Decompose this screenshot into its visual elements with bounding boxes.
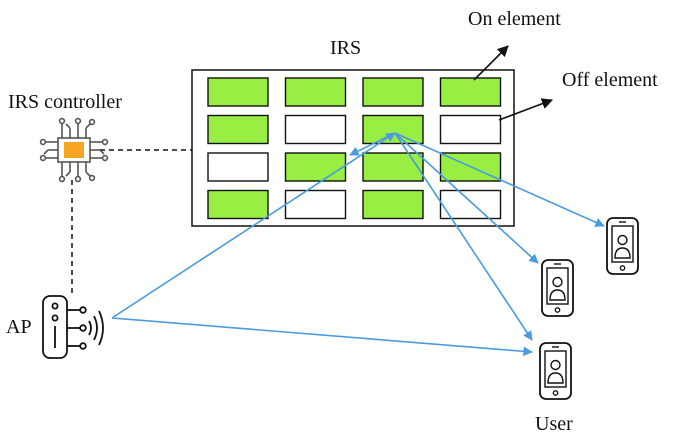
smartphone-icon [541,259,574,317]
irs-to-user-ray-3 [394,132,533,341]
off-element-pointer [498,98,554,121]
ap-to-irs-ray [111,132,396,319]
irs-label: IRS [330,37,361,59]
irs-element-on [362,114,424,145]
irs-element-on [207,77,269,107]
irs-element-on [284,152,347,182]
irs-element-off [284,189,347,220]
irs-element-off [439,189,502,220]
irs-element-off [439,114,502,145]
ap-to-user-direct-ray [111,317,533,357]
chip-icon [39,117,109,183]
smartphone-icon [539,342,572,400]
users [539,217,639,400]
irs-to-user-ray-2 [394,132,539,264]
ap-label: AP [6,316,32,338]
irs-element-on [439,77,502,107]
smartphone-icon [606,217,639,275]
signal-rays [111,132,605,357]
irs-element-off [207,152,269,182]
user-label: User [535,413,573,435]
on-element-label: On element [468,8,561,30]
irs-scatter-ray [349,132,396,156]
irs-element-on [362,189,424,220]
off-element-label: Off element [562,69,658,91]
irs-to-user-ray-1 [394,132,605,227]
irs-element-on [362,152,424,182]
irs-element-on [207,114,269,145]
irs-element-on [284,77,347,107]
irs-controller-label: IRS controller [8,91,122,113]
irs-element-off [284,114,347,145]
on-element-pointer [473,45,509,81]
access-point-icon [42,295,104,359]
irs-element-on [362,77,424,107]
irs-element-on [207,189,269,220]
irs-element-grid [207,77,502,220]
